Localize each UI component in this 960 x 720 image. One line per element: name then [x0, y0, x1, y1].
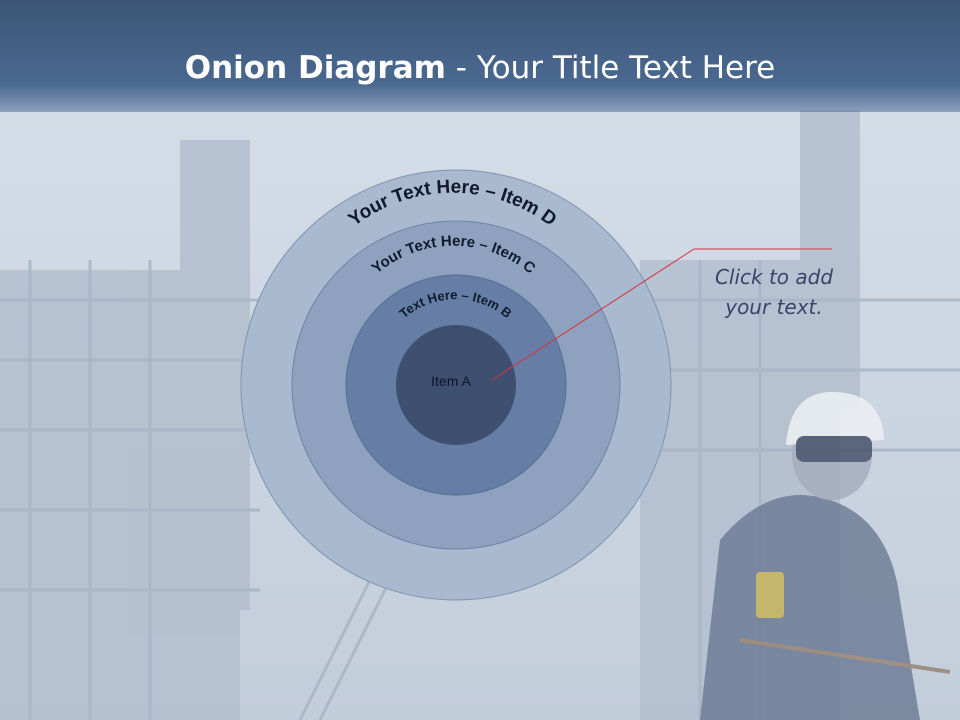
callout-line-1: Click to add	[714, 265, 834, 289]
slide-title[interactable]: Onion Diagram - Your Title Text Here	[0, 46, 960, 90]
layer-a-label: Item A	[431, 373, 471, 389]
layer-a-core[interactable]	[396, 325, 516, 445]
title-rest: - Your Title Text Here	[445, 50, 776, 86]
title-banner	[0, 0, 960, 112]
callout-line-2: your text.	[725, 295, 823, 319]
callout-text[interactable]: Click to add your text.	[690, 262, 858, 322]
callout-connector	[491, 248, 832, 381]
title-bold: Onion Diagram	[184, 50, 446, 86]
